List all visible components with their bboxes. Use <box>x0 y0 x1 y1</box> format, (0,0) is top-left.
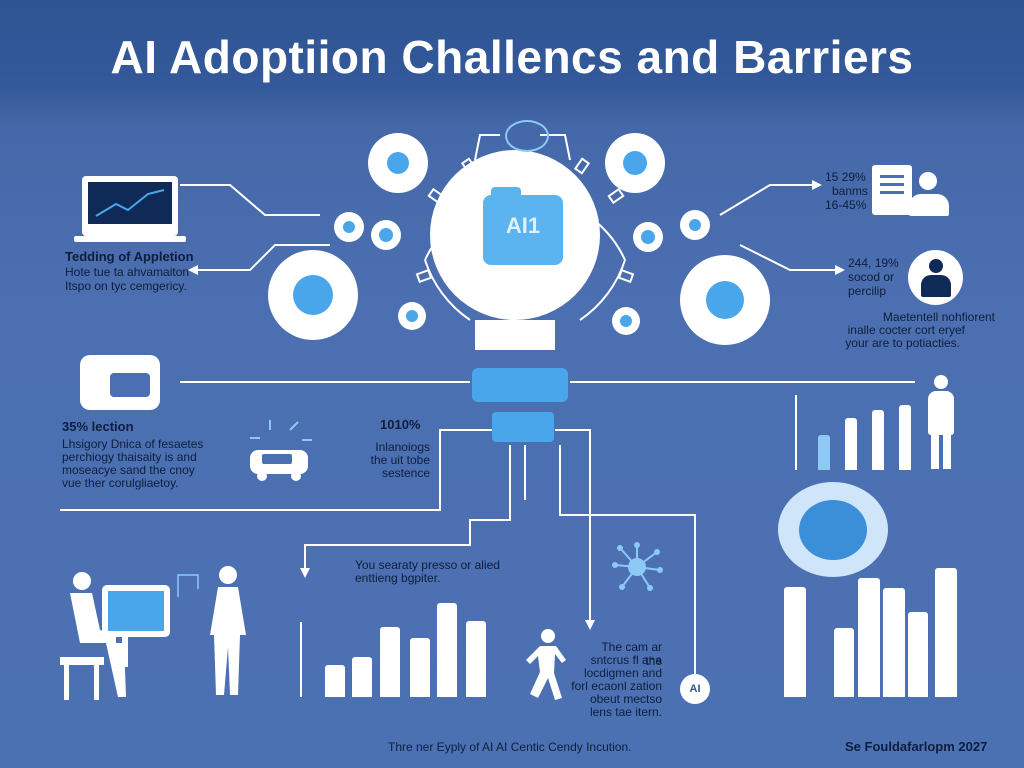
center-mid-line-1: Inlanoiogs <box>375 440 430 454</box>
bottom-note-line-3: locdigmen and <box>583 666 662 680</box>
right-chart-bar-1 <box>818 435 830 470</box>
globe-disk <box>778 482 888 577</box>
center-chart-bar-6 <box>466 621 486 697</box>
left-top-heading: Tedding of Appletion <box>65 249 194 264</box>
left-mid-line-2: perchiogy thaisaity is and <box>62 450 197 464</box>
right-chart-axis <box>795 395 797 470</box>
right-mid-line-3: percilip <box>848 284 887 298</box>
left-mid-line-4: vue ther corulgliaetoy. <box>62 476 179 490</box>
big-chart-bar-2 <box>834 628 854 697</box>
bulb-base-bottom <box>492 412 554 442</box>
gear-icon <box>343 221 355 233</box>
truck-icon <box>80 355 160 410</box>
right-top-line-3: 16-45% <box>825 198 867 212</box>
globe-circle <box>268 250 358 340</box>
phone-small-icon <box>689 219 701 231</box>
phone-small-circle <box>680 210 710 240</box>
folder-icon: AI1 <box>483 187 563 265</box>
center-mid-line-2: the uit tobe <box>370 453 430 467</box>
globe-icon <box>293 275 333 315</box>
car-icon <box>240 410 320 485</box>
gear-small-circle <box>334 212 364 242</box>
bulb-base-top <box>472 368 568 402</box>
right-mid-line-1: 244, 19% <box>848 256 899 270</box>
center-chart-bar-1 <box>325 665 345 697</box>
center-low-line-1: You searaty presso or alied <box>355 558 500 572</box>
ai-badge: AI <box>680 674 710 704</box>
left-mid-line-3: moseacye sand the cnoy <box>62 463 195 477</box>
page-title: AI Adoptiion Challencs and Barriers <box>110 31 914 83</box>
laptop-chart-icon <box>82 176 178 236</box>
running-person-icon <box>522 628 572 703</box>
right-top-line-2: banms <box>832 184 869 198</box>
ai-badge-label: AI <box>689 683 701 695</box>
big-chart-bar-5 <box>908 612 928 697</box>
clock-icon <box>379 228 393 242</box>
bird-circle <box>612 307 640 335</box>
big-chart-bar-1 <box>784 587 806 697</box>
bulb-neck <box>475 320 555 350</box>
person-avatar-circle <box>908 250 963 305</box>
globe-disk-icon <box>799 499 867 560</box>
center-mid-heading: 1010% <box>380 417 421 432</box>
bottom-note-line-4: forl ecaonl zation <box>571 679 662 693</box>
center-chart-axis <box>300 622 302 697</box>
big-chart-bar-3 <box>858 578 880 697</box>
center-mid-line-3: sestence <box>381 466 430 480</box>
right-chart-bar-4 <box>899 405 911 470</box>
right-chart-bar-2 <box>845 418 857 470</box>
bulb-label: AI1 <box>505 213 541 238</box>
right-top-line-1: 15 29% <box>825 170 866 184</box>
clock-small-circle <box>371 220 401 250</box>
person-avatar-icon <box>920 258 951 297</box>
gear-low-circle <box>398 302 426 330</box>
big-chart-bar-4 <box>883 588 905 697</box>
bottom-note-line-2: sntcrus fl ana <box>590 653 662 667</box>
right-mid-line-2: socod or <box>848 270 895 284</box>
footer-caption: Thre ner Eyply of AI AI Centic Cendy Inc… <box>388 740 632 754</box>
network-icon <box>610 540 665 595</box>
bottom-note-line-5: obeut mectso <box>589 692 662 706</box>
person-small-icon <box>905 172 951 218</box>
bird-icon <box>620 315 632 327</box>
globe-small-icon <box>623 151 647 175</box>
center-chart-bar-2 <box>352 657 372 697</box>
center-chart-bar-5 <box>437 603 457 697</box>
phone-circle <box>368 133 428 193</box>
big-chart-bar-6 <box>935 568 957 697</box>
center-chart-bar-3 <box>380 627 400 697</box>
chat-icon <box>706 281 744 319</box>
right-note-line-3: your are to potiacties. <box>845 336 960 350</box>
link-icon <box>505 120 549 152</box>
right-note-line-2: inalle cocter cort eryef <box>847 323 965 337</box>
face-small-circle <box>633 222 663 252</box>
right-chart-bar-3 <box>872 410 884 470</box>
header-band <box>0 0 1024 125</box>
bottom-note-line-1: The cam ar the <box>601 640 662 668</box>
center-low-line-2: enttieng bgpiter. <box>355 571 441 585</box>
left-top-line-2: Itspo on tyc cemgericy. <box>65 279 187 293</box>
bottom-note-line-6: lens tae itern. <box>589 705 662 719</box>
gear-low-icon <box>406 310 418 322</box>
footer-credit: Se Fouldafarlopm 2027 <box>845 739 988 754</box>
phone-icon <box>387 152 409 174</box>
left-mid-heading: 35% lection <box>62 419 134 434</box>
standing-person-icon <box>924 375 958 470</box>
left-mid-line-1: Lhsigory Dnica of fesaetes <box>62 437 204 451</box>
left-top-line-1: Hote tue ta ahvamaiton <box>65 265 190 279</box>
right-note-line-1: Maetentell nohfiorent <box>882 310 995 324</box>
center-chart-bar-4 <box>410 638 430 697</box>
presentation-scene-icon <box>60 565 250 700</box>
laptop-base <box>74 236 186 242</box>
globe-small-circle <box>605 133 665 193</box>
face-icon <box>641 230 655 244</box>
chat-circle <box>680 255 770 345</box>
document-icon <box>872 165 912 215</box>
